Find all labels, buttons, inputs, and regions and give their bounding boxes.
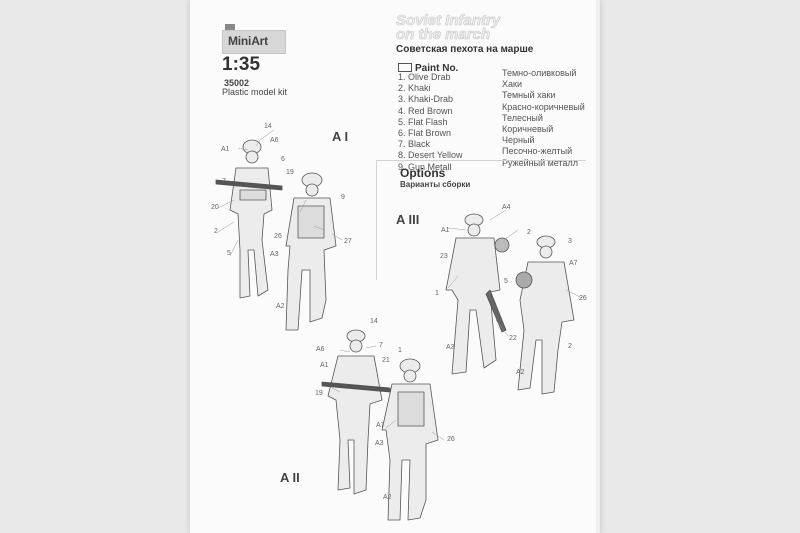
callout: 9	[341, 194, 345, 201]
paint-item: 7. Black	[398, 139, 431, 150]
callout: A6	[316, 346, 325, 353]
figure-a2-soldier-2	[381, 358, 439, 521]
brand-logo-box	[222, 30, 286, 54]
callout: 1	[398, 347, 402, 354]
paint-list-english: 1. Olive Drab 2. Khaki 3. Khaki-Drab 4. …	[398, 72, 463, 173]
callout: A4	[502, 204, 511, 211]
variant-label-a2: A II	[280, 470, 300, 485]
callout: A6	[270, 137, 279, 144]
callout: A1	[221, 146, 230, 153]
figure-a3-soldier-2	[515, 235, 575, 395]
callout: 7	[379, 342, 383, 349]
figure-a2-soldier-1	[321, 329, 391, 495]
callout: A7	[376, 422, 385, 429]
callout: A7	[569, 260, 578, 267]
variant-label-a1: A I	[332, 129, 349, 144]
callout: 21	[382, 357, 390, 364]
paint-item: 3. Khaki-Drab	[398, 94, 454, 105]
paint-item: 8. Desert Yellow	[398, 150, 463, 161]
callout: 19	[286, 169, 294, 176]
paint-box-icon	[398, 63, 412, 72]
callout: A1	[441, 227, 450, 234]
brand-logo-mark	[225, 24, 235, 32]
figure-a1-soldier-1	[215, 139, 283, 299]
paint-heading-text: Paint No.	[415, 63, 459, 74]
options-divider-horizontal	[376, 160, 586, 161]
callout: 20	[211, 204, 219, 211]
paint-item: 4. Red Brown	[398, 105, 453, 116]
variant-label-a3: A III	[396, 212, 420, 227]
paint-heading: Paint No.	[398, 63, 458, 74]
callout: 7	[222, 178, 226, 185]
callout: 22	[509, 335, 517, 342]
options-heading-russian: Варианты сборки	[400, 180, 471, 189]
callout: A3	[270, 251, 279, 258]
figure-a3-soldier-1	[445, 213, 510, 375]
options-divider-vertical	[376, 160, 377, 280]
paint-item-ru: Песочно-желтый	[502, 146, 573, 157]
callout: 14	[264, 123, 272, 130]
callout: 26	[447, 436, 455, 443]
options-heading: Options	[400, 166, 446, 180]
paint-item: 5. Flat Flash	[398, 116, 448, 127]
paint-item-ru: Черный	[502, 135, 535, 146]
callout: 19	[315, 390, 323, 397]
paint-item: 6. Flat Brown	[398, 128, 452, 139]
callout: 3	[568, 238, 572, 245]
callout: 2	[527, 229, 531, 236]
figure-a1-soldier-2	[285, 172, 337, 331]
title-english-line2: on the march	[396, 26, 491, 43]
callout: A2	[276, 303, 285, 310]
brand-name: MiniArt	[228, 34, 268, 48]
callout: 2	[568, 343, 572, 350]
paint-item-ru: Красно-коричневый	[502, 101, 585, 112]
callout: 2	[214, 228, 218, 235]
paint-item-ru: Коричневый	[502, 124, 554, 135]
paint-item: 1. Olive Drab	[398, 72, 451, 82]
figure-drawings	[215, 129, 583, 521]
title-russian: Советская пехота на марше	[396, 44, 534, 55]
sheet-edge	[596, 0, 600, 533]
callout: 14	[370, 318, 378, 325]
callout: 6	[281, 156, 285, 163]
paint-item-ru: Ружейный металл	[502, 157, 579, 168]
callout: A2	[383, 494, 392, 501]
title-english-line1: Soviet Infantry	[396, 12, 501, 29]
paint-item-ru: Темный хаки	[502, 90, 556, 101]
callout: A1	[320, 362, 329, 369]
callout: A3	[446, 344, 455, 351]
callout: A3	[375, 440, 384, 447]
callout: 5	[504, 278, 508, 285]
paint-item-ru: Темно-оливковый	[502, 68, 577, 78]
callout: 1	[435, 290, 439, 297]
title-english: Soviet Infantry on the march	[396, 12, 501, 43]
paint-list-russian: Темно-оливковый Хаки Темный хаки Красно-…	[502, 68, 585, 169]
kit-scale: 1:35	[222, 54, 261, 75]
paint-item-ru: Телесный	[502, 112, 543, 123]
callout: 26	[274, 233, 282, 240]
callout: 27	[344, 238, 352, 245]
callout: 5	[227, 250, 231, 257]
kit-code: 35002	[224, 78, 250, 88]
paint-item: 9. Gun Metall	[398, 161, 452, 172]
callout: A2	[516, 369, 525, 376]
callout: 26	[579, 295, 587, 302]
paint-item: 2. Khaki	[398, 83, 431, 94]
paint-item-ru: Хаки	[502, 79, 522, 90]
callout: 23	[440, 253, 448, 260]
kit-type: Plastic model kit	[222, 87, 288, 97]
